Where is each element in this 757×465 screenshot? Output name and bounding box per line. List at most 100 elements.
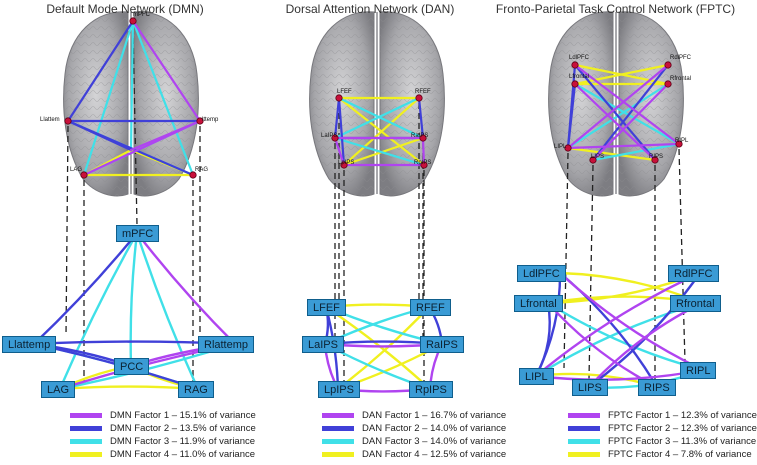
legend-label: DAN Factor 2 – 14.0% of variance	[362, 422, 507, 434]
brain-node-label: RpIPS	[414, 160, 431, 166]
brain-edge	[566, 82, 577, 150]
brain-node-marker	[419, 134, 427, 142]
brain-edge	[591, 63, 670, 162]
brain-node-label: LaIPS	[321, 133, 337, 139]
legend-label: DMN Factor 2 – 13.5% of variance	[110, 422, 256, 434]
brain-edge	[417, 96, 425, 140]
dmn-legend-factor-4: DMN Factor 4 – 11.0% of variance	[70, 448, 255, 460]
brain-edge	[342, 136, 425, 167]
dashed-connector	[563, 152, 569, 369]
brain-node-marker	[335, 94, 343, 102]
brain-edge	[573, 63, 670, 86]
brain-node-label: mPFC	[133, 12, 151, 18]
brain-node-label: lttemp	[202, 117, 219, 123]
brain-node-label: LAG	[70, 167, 82, 173]
dan-legend-factor-1: DAN Factor 1 – 16.7% of variance	[322, 409, 506, 421]
brain-edge	[566, 63, 670, 150]
brain-node-label: RFEF	[415, 89, 431, 95]
node-lipl: LIPL	[519, 368, 554, 385]
node-lips: LIPS	[572, 379, 608, 396]
brain-edge	[333, 96, 421, 140]
diagram-edge	[336, 305, 431, 391]
brain-node-marker	[196, 117, 204, 125]
brain-edge	[129, 119, 202, 152]
node-rfrontal: Rfrontal	[670, 295, 721, 312]
brain-node-marker	[651, 156, 659, 164]
brain-node-label: LIPL	[554, 144, 567, 150]
dmn-title: Default Mode Network (DMN)	[46, 2, 204, 16]
legend-label: FPTC Factor 2 – 12.3% of variance	[608, 422, 757, 434]
brain-edge	[131, 19, 195, 177]
brain-node-marker	[664, 61, 672, 69]
dan-title: Dorsal Attention Network (DAN)	[285, 2, 455, 16]
brain-node-marker	[64, 117, 72, 125]
dashed-connector	[65, 125, 69, 337]
fptc-legend-factor-1: FPTC Factor 1 – 12.3% of variance	[568, 409, 757, 421]
legend-label: DAN Factor 3 – 14.0% of variance	[362, 435, 507, 447]
brain-edge	[66, 119, 133, 152]
legend-swatch	[322, 425, 354, 431]
fptc-legend-factor-3: FPTC Factor 3 – 11.3% of variance	[568, 435, 756, 447]
diagram-edge	[32, 231, 139, 346]
brain-icon	[548, 11, 684, 197]
brain-node-label: LIPS	[591, 154, 604, 160]
brain-node-label: LFEF	[337, 89, 352, 95]
brain-node-label: RIPL	[675, 138, 689, 144]
legend-swatch	[568, 425, 600, 431]
legend-label: DMN Factor 1 – 15.1% of variance	[110, 409, 256, 421]
brain-node-marker	[589, 156, 597, 164]
legend-label: FPTC Factor 4 – 7.8% of variance	[608, 448, 752, 460]
node-lfef: LFEF	[307, 299, 346, 316]
brain-edge	[66, 19, 135, 123]
brain-node-marker	[664, 80, 672, 88]
node-llattemp: Llattemp	[2, 336, 57, 353]
brain-node-label: LpIPS	[338, 160, 354, 166]
node-rdlpfc: RdlPFC	[668, 265, 719, 282]
legend-label: DMN Factor 4 – 11.0% of variance	[110, 448, 256, 460]
brain-node-marker	[80, 171, 88, 179]
brain-edge	[131, 19, 202, 123]
dmn-legend-factor-2: DMN Factor 2 – 13.5% of variance	[70, 422, 256, 434]
brain-edge	[82, 19, 135, 177]
node-rfef: RFEF	[410, 299, 451, 316]
brain-node-marker	[331, 134, 339, 142]
node-rpips: RpIPS	[409, 381, 453, 398]
node-mpfc: mPFC	[116, 225, 160, 242]
brain-edge	[333, 136, 346, 167]
legend-swatch	[568, 412, 600, 418]
node-pcc: PCC	[114, 358, 150, 375]
fptc-legend-factor-2: FPTC Factor 2 – 12.3% of variance	[568, 422, 757, 434]
node-lfrontal: Lfrontal	[514, 295, 563, 312]
dashed-connector	[678, 148, 686, 363]
fptc-title: Fronto-Parietal Task Control Network (FP…	[495, 2, 736, 16]
brain-edge	[573, 82, 657, 162]
brain-node-label: LdlPFC	[569, 55, 590, 61]
legend-label: DAN Factor 4 – 12.5% of variance	[362, 448, 507, 460]
brain-edge	[129, 19, 135, 152]
brain-edge	[421, 136, 426, 167]
legend-swatch	[70, 425, 102, 431]
legend-swatch	[322, 438, 354, 444]
legend-label: FPTC Factor 3 – 11.3% of variance	[608, 435, 757, 447]
legend-swatch	[322, 451, 354, 457]
brain-edge	[573, 63, 657, 162]
node-laips: LaIPS	[302, 336, 344, 353]
brain-node-label: RAG	[195, 167, 208, 173]
brain-node-marker	[129, 17, 137, 25]
node-ripl: RIPL	[680, 362, 717, 379]
brain-node-marker	[420, 161, 428, 169]
brain-edge	[333, 96, 341, 140]
brain-node-label: RdlPFC	[670, 55, 692, 61]
legend-label: DAN Factor 1 – 16.7% of variance	[362, 409, 507, 421]
brain-edge	[333, 136, 426, 167]
diagram-edge	[534, 271, 702, 378]
legend-swatch	[568, 438, 600, 444]
dashed-connector	[132, 27, 138, 226]
brain-node-label: RaIPS	[411, 133, 428, 139]
dan-legend-factor-2: DAN Factor 2 – 14.0% of variance	[322, 422, 506, 434]
brain-node-marker	[571, 80, 579, 88]
dan-legend-factor-4: DAN Factor 4 – 12.5% of variance	[322, 448, 506, 460]
diagram-edge	[129, 231, 139, 368]
brain-edge	[573, 63, 681, 146]
